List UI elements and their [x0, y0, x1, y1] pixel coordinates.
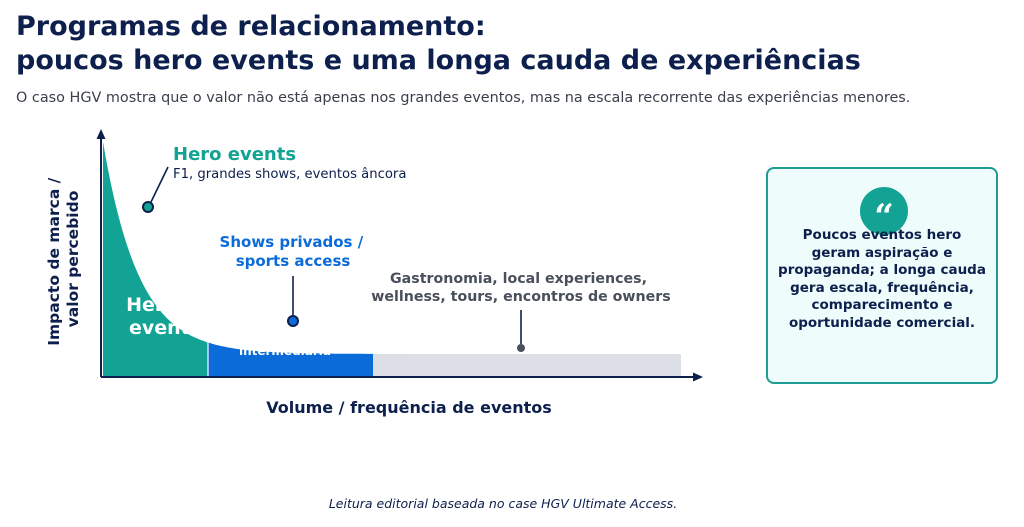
mid-callout-line-1: Shows privados /	[220, 233, 364, 251]
hero-callout-leader	[150, 166, 169, 203]
hero-area-label-line-2: events	[129, 317, 201, 339]
page-subtitle: O caso HGV mostra que o valor não está a…	[16, 90, 911, 106]
mid-area-label-line-1: escala	[262, 330, 305, 344]
hero-area-label: Hero events	[126, 294, 201, 339]
quote-card: “ Poucos eventos hero geram aspiração e …	[766, 167, 998, 384]
x-axis-label: Volume / frequência de eventos	[266, 398, 552, 417]
mid-area	[208, 342, 373, 377]
mid-area-label-line-2: intermediária	[239, 344, 331, 358]
hero-callout-marker	[142, 201, 154, 213]
tail-callout-line-1: Gastronomia, local experiences,	[390, 271, 647, 287]
quote-mark-icon: “	[860, 187, 908, 237]
y-axis-label: Impacto de marca / valor percebido	[45, 172, 82, 345]
mid-callout: Shows privados / sports access	[220, 233, 369, 270]
hero-callout-text: F1, grandes shows, eventos âncora	[173, 166, 406, 182]
y-axis-arrow	[96, 129, 106, 139]
tail-area	[373, 353, 681, 377]
page-title: Programas de relacionamento: poucos hero…	[16, 10, 861, 78]
tail-callout-marker	[517, 344, 525, 352]
quote-text: Poucos eventos hero geram aspiração e pr…	[778, 227, 986, 331]
tail-callout: Gastronomia, local experiences, wellness…	[371, 271, 670, 305]
y-axis-label-line-2: valor percebido	[64, 191, 82, 328]
page-title-line-1: Programas de relacionamento:	[16, 11, 486, 42]
tail-callout-line-2: wellness, tours, encontros de owners	[371, 289, 670, 305]
page-title-line-2: poucos hero events e uma longa cauda de …	[16, 45, 861, 76]
hero-area-label-line-1: Hero	[126, 294, 177, 316]
y-axis-label-line-1: Impacto de marca /	[45, 177, 63, 345]
footnote: Leitura editorial baseada no case HGV Ul…	[328, 496, 678, 511]
mid-area-label: escala intermediária	[239, 330, 331, 358]
x-axis-arrow	[693, 372, 703, 382]
mid-callout-line-2: sports access	[236, 252, 351, 270]
mid-callout-marker	[287, 315, 299, 327]
hero-callout-title: Hero events	[173, 144, 296, 165]
hero-area	[103, 142, 208, 377]
